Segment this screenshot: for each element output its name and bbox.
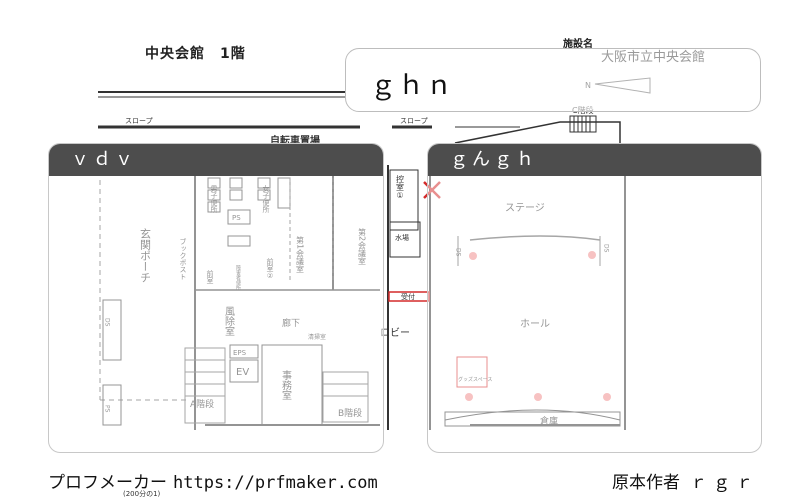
marker: [469, 252, 477, 260]
facility-name: 大阪市立中央会館: [601, 50, 706, 65]
stage-ds-right-label: DS: [603, 244, 610, 253]
ev-label: EV: [236, 367, 249, 378]
plan-title: 中央会館 1階: [145, 46, 246, 62]
waiting-room-label: 控室①: [396, 174, 405, 200]
restroom-ps-label: PS: [232, 214, 241, 222]
office-label: 事務室: [280, 369, 292, 400]
slope-right-label: スロープ: [400, 117, 428, 125]
booth-space-label: グッズスペース: [458, 376, 492, 383]
meeting-room-2-label: 第2会議室: [358, 227, 367, 265]
cross-mark-icon: [423, 181, 441, 199]
entrance-porch-outline: [99, 180, 190, 401]
b-stairs-label: B階段: [338, 407, 362, 419]
c-stairs: [454, 115, 621, 145]
left-panel[interactable]: ｖｄｖ: [48, 143, 384, 453]
left-ds-label: DS: [104, 318, 111, 327]
road-lines: [98, 91, 520, 129]
front-room-label: 前室: [206, 269, 214, 284]
hall-markers: [465, 251, 611, 401]
water-label: 水場: [395, 233, 409, 242]
reception-label: 受付: [401, 292, 415, 301]
stage-label: ステージ: [505, 203, 545, 214]
name-text: ｇｈｎ: [370, 71, 455, 101]
scale-note: (200分の1): [123, 490, 161, 498]
maker-url-link[interactable]: https://prfmaker.com: [173, 473, 378, 493]
b-stairs: [322, 371, 369, 423]
right-panel[interactable]: ｇんｇｈ: [427, 143, 762, 453]
author-credit: 原本作者 ｒｇｒ: [612, 468, 759, 493]
waiting-room: [389, 169, 421, 258]
facility-label: 施設名: [563, 39, 593, 50]
mens-restroom-label: 男子便所: [210, 185, 218, 214]
eps-label: EPS: [233, 349, 247, 357]
author-label: 原本作者: [612, 473, 680, 493]
front-room-2-label: 前室②: [266, 257, 274, 280]
accessible-restroom-label: 障害者便所: [235, 264, 241, 291]
a-stairs-label: A階段: [190, 398, 214, 410]
maker-label: プロフメーカー: [48, 473, 167, 493]
author-name: ｒｇｒ: [690, 473, 759, 493]
entrance-porch-label: 玄関ポーチ: [139, 227, 152, 283]
lobby-label: ロビー: [380, 327, 410, 339]
slope-left-label: スロープ: [125, 117, 153, 125]
windbreak-room-label: 風除室: [223, 306, 235, 336]
womens-restroom-label: 女子便所: [262, 184, 270, 214]
marker: [588, 251, 596, 259]
book-post-label: ブックポスト: [179, 237, 187, 280]
footer-credit: プロフメーカー https://prfmaker.com: [48, 468, 378, 493]
marker: [465, 393, 473, 401]
name-box[interactable]: [345, 48, 761, 112]
marker: [534, 393, 542, 401]
left-panel-header: ｖｄｖ: [49, 144, 383, 176]
hall-label: ホール: [520, 318, 550, 330]
restroom-fixtures: [207, 177, 291, 247]
cleaning-closet-label: 清掃室: [308, 333, 326, 341]
corridor-label: 廊下: [282, 317, 300, 329]
reception-box: [388, 291, 430, 302]
marker: [603, 393, 611, 401]
storage-room: [444, 409, 621, 427]
booth-space-box: [456, 356, 488, 388]
storage-label: 倉庫: [540, 415, 558, 427]
meeting-room-1-label: 第1会議室: [296, 235, 305, 273]
a-stairs: [184, 347, 226, 424]
stage-ds-left-label: DS: [455, 248, 462, 257]
meeting-room-divider: [289, 178, 334, 280]
left-ds-box: [102, 299, 122, 426]
left-ps-label: PS: [104, 405, 111, 413]
ev-shaft: [229, 344, 323, 426]
stage-edge: [457, 235, 601, 266]
right-panel-header: ｇんｇｈ: [428, 144, 761, 176]
